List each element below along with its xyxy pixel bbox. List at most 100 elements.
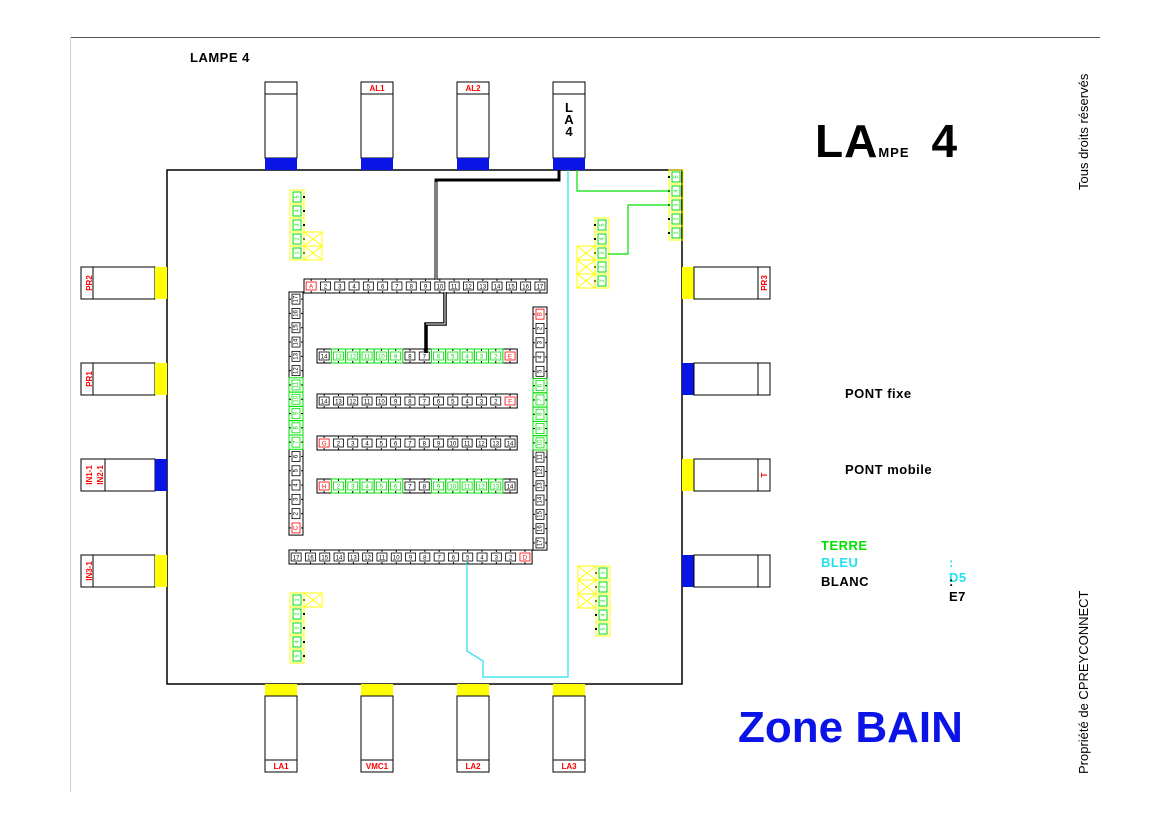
enclosure-outline (166, 169, 683, 685)
terminal-screw (461, 396, 473, 406)
terminal-label: 4 (465, 400, 469, 406)
earth-screw (597, 219, 607, 231)
module-body (360, 695, 394, 773)
earth-pin (594, 238, 596, 240)
terminal-label: 12 (465, 285, 472, 291)
terminal: 13 (333, 394, 344, 408)
earth-screw (671, 227, 681, 239)
module-label-char: 4 (565, 124, 573, 139)
rail-outline (316, 348, 518, 364)
module-right-0: PR3 (682, 266, 771, 300)
terminal-label: 7 (408, 485, 412, 491)
terminal-label: 10 (538, 439, 544, 446)
terminal-label: 13 (335, 355, 342, 361)
wires-layer (424, 170, 670, 678)
terminal-screw (476, 481, 487, 491)
terminal: 16 (533, 523, 547, 535)
terminal: 10 (447, 436, 459, 450)
terminal: 12 (347, 394, 359, 408)
terminal-label: 14 (538, 496, 544, 503)
module-tab-yellow (155, 363, 167, 395)
terminal: 16 (289, 308, 303, 319)
module-tab-yellow (155, 555, 167, 587)
earth-screw (597, 247, 607, 259)
terminal-label: 8 (410, 285, 414, 291)
terminal-screw (291, 408, 301, 419)
terminal: 3 (334, 279, 346, 293)
terminal: 4 (289, 479, 303, 491)
terminal-label: 7 (538, 398, 544, 402)
terminal-label: 13 (538, 482, 544, 489)
terminal: 6 (388, 478, 404, 494)
earth-bridge-cross (303, 592, 323, 608)
terminal-label: 11 (464, 485, 471, 491)
wire-white-a-to-e7-inner (426, 292, 446, 325)
terminal-screw (490, 552, 502, 562)
earth-label: 3 (294, 626, 300, 629)
terminal-screw (433, 396, 444, 406)
terminal-screw (505, 281, 517, 291)
module-body (552, 81, 586, 159)
terminal: 3 (533, 337, 547, 349)
rights-notice: Tous droits réservés (1076, 73, 1091, 190)
terminal-label: 10 (450, 485, 457, 491)
terminal: 10 (434, 279, 446, 293)
earth-screw (671, 185, 681, 197)
terminal-label: 10 (294, 395, 300, 402)
terminal: 14 (504, 436, 516, 450)
terminal-label: 14 (494, 285, 501, 291)
terminal-screw (404, 396, 416, 406)
terminal-screw (291, 350, 301, 362)
module-top-al2: AL2 (456, 81, 490, 170)
terminal-screw (535, 494, 545, 506)
terminal-label: H (322, 485, 326, 491)
terminal-label: 8 (423, 556, 427, 562)
terminal-screw (291, 379, 301, 391)
terminal-screw (404, 351, 416, 361)
terminal-label: 13 (492, 442, 499, 448)
module-tab-blue (265, 158, 297, 170)
terminal: 2 (320, 279, 331, 293)
earth-bridge (303, 245, 323, 261)
legend-name: BLANC (821, 574, 869, 589)
terminal: 16 (305, 550, 316, 564)
terminal-label: 3 (351, 442, 355, 448)
terminal-screw (535, 451, 545, 463)
terminal-screw (418, 438, 430, 448)
terminal-label: 6 (294, 454, 300, 458)
terminal-label: 16 (294, 309, 300, 316)
terminal-label: 5 (380, 442, 384, 448)
terminal-screw (375, 351, 387, 361)
terminal: 13 (533, 480, 547, 492)
terminal: 14 (289, 336, 303, 348)
terminal-label: 6 (394, 485, 398, 491)
terminal: 2 (490, 394, 502, 408)
terminal-screw (318, 438, 330, 448)
module-tab-yellow (265, 684, 297, 696)
title-small: MPE (878, 145, 910, 160)
terminal-screw (291, 393, 301, 405)
earth-screw (292, 219, 302, 231)
terminal: 11 (461, 436, 473, 450)
terminal-screw (291, 336, 301, 348)
terminal-label: 4 (352, 285, 356, 291)
module-body (360, 81, 394, 159)
terminal-label: 13 (492, 485, 499, 491)
terminal: 7 (391, 279, 403, 293)
terminal-label: 14 (507, 485, 514, 491)
terminal-label: 12 (478, 442, 485, 448)
terminal: 15 (319, 550, 331, 564)
terminal-label: 9 (294, 411, 300, 415)
terminal: 4 (361, 436, 373, 450)
terminal: 7 (532, 392, 548, 408)
wire-earth-1 (576, 170, 670, 192)
terminal-label: 12 (364, 556, 371, 562)
terminal: 3 (289, 493, 303, 505)
terminal-label: F (508, 400, 512, 406)
